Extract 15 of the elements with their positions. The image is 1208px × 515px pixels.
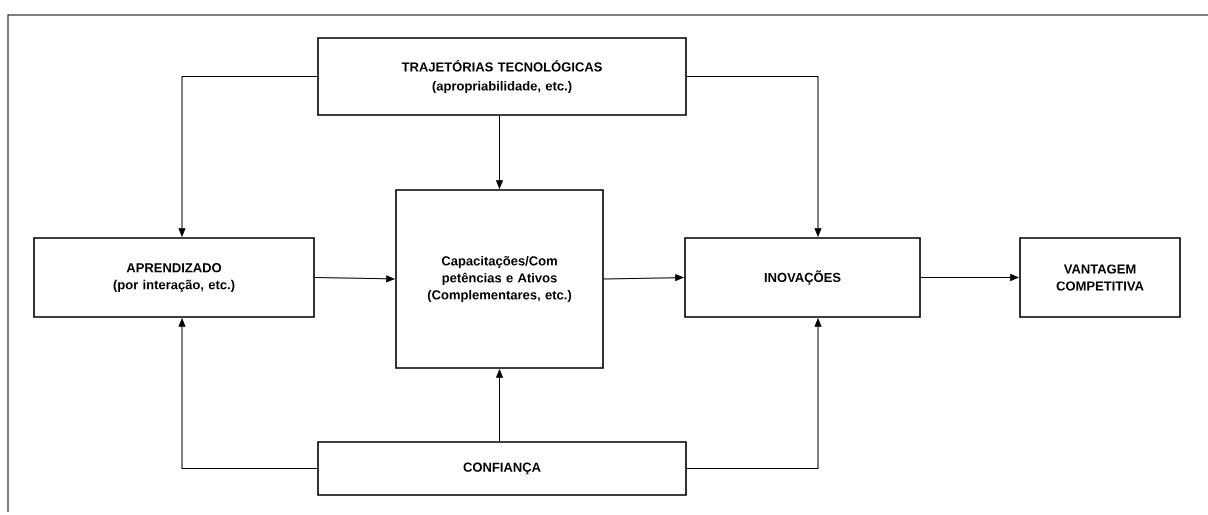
arrow [686,76,822,237]
arrow [178,76,318,237]
arrow [603,274,684,282]
arrow [686,318,822,469]
arrow [920,274,1019,281]
process-box: APRENDIZADO (por interação, etc.) [33,237,315,318]
process-box: INOVAÇÕES [684,237,921,318]
process-box: TRAJETÓRIAS TECNOLÓGICAS (apropriabilidade, etc.) [317,37,687,116]
process-box: VANTAGEM COMPETITIVA [1019,237,1181,318]
arrow [496,115,503,189]
arrow [314,275,395,283]
arrow [496,369,503,442]
process-box: Capacitações/Com petências e Ativos (Complementares, etc.) [395,189,604,369]
process-box: CONFIANÇA [317,441,687,496]
arrow [178,318,318,469]
